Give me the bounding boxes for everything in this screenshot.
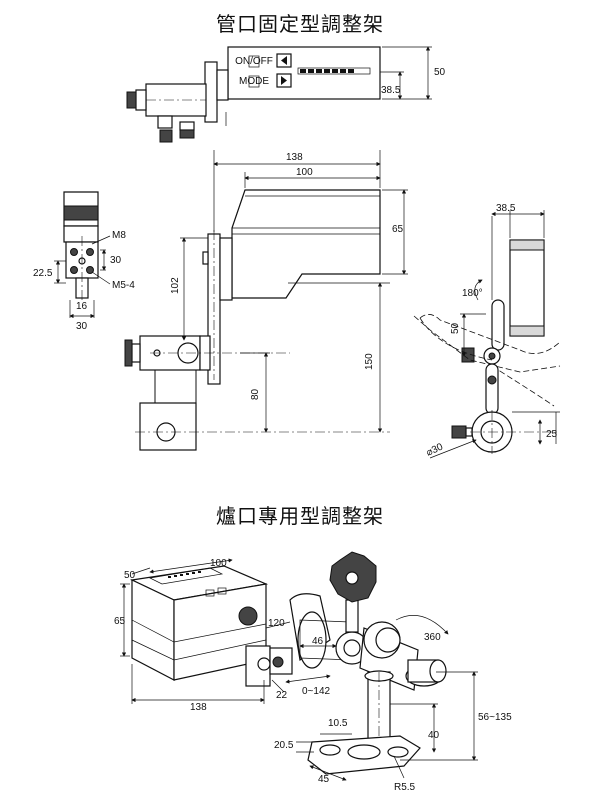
dim-30-side: 30 <box>110 255 122 266</box>
dim-50-furnace: 50 <box>124 570 136 581</box>
label-m8: M8 <box>112 230 126 241</box>
sensor-housing-front <box>231 189 381 299</box>
dim-150: 150 <box>364 353 375 370</box>
label-m5-4: M5-4 <box>112 280 135 291</box>
dial-icon <box>238 606 258 626</box>
dim-20-5: 20.5 <box>274 740 294 751</box>
dim-138-top: 138 <box>286 152 303 163</box>
dim-0-142: 0~142 <box>302 686 331 697</box>
dim-50-side: 50 <box>450 322 461 334</box>
dim-100-furnace: 100 <box>210 558 227 569</box>
mode-button-outline <box>248 75 260 88</box>
left-arrow-icon <box>281 56 287 65</box>
dim-65-furnace: 65 <box>114 616 126 627</box>
dim-22-5: 22.5 <box>33 268 53 279</box>
dim-120: 120 <box>268 618 285 629</box>
dim-50: 50 <box>434 67 446 78</box>
dim-38-5-top: 38.5 <box>381 85 401 96</box>
dim-100-top: 100 <box>296 167 313 178</box>
dim-46: 46 <box>312 636 324 647</box>
dim-16: 16 <box>76 301 88 312</box>
dim-22: 22 <box>276 690 288 701</box>
dim-360: 360 <box>424 632 441 643</box>
dim-65-top: 65 <box>392 224 404 235</box>
right-arrow-icon <box>281 76 287 85</box>
front-view: 138 100 65 102 150 80 <box>124 150 408 451</box>
dim-10-5: 10.5 <box>328 718 348 729</box>
dim-25: 25 <box>546 429 558 440</box>
mode-label: MODE <box>239 76 269 87</box>
onoff-label: ON/OFF <box>235 56 273 67</box>
rotation-view: 38.5 180° 50 25 ⌀30 <box>413 203 561 459</box>
dim-r5-5: R5.5 <box>394 782 416 793</box>
title-pipe-mount-bracket: 管口固定型調整架 <box>216 12 384 36</box>
onoff-button-outline <box>248 55 260 68</box>
dim-138-furnace: 138 <box>190 702 207 713</box>
dim-30-bottom: 30 <box>76 321 88 332</box>
dim-80: 80 <box>250 388 261 400</box>
dim-102: 102 <box>170 277 181 294</box>
dim-40: 40 <box>428 730 440 741</box>
side-view: M8 30 M5-4 22.5 16 30 <box>33 191 135 332</box>
dim-45: 45 <box>318 774 330 785</box>
dim-56-135: 56~135 <box>478 712 512 723</box>
furnace-bracket-view: 50 100 65 138 120 46 0~142 22 360 56~135… <box>114 551 512 793</box>
title-furnace-bracket: 爐口專用型調整架 <box>216 504 384 528</box>
knob-icon <box>126 91 137 109</box>
dim-180-deg: 180° <box>462 288 483 299</box>
dim-38-5-side: 38.5 <box>496 203 516 214</box>
top-plan-view: ON/OFF MODE 50 38.5 <box>126 46 446 143</box>
front-knob-icon <box>124 339 133 367</box>
led-bar <box>297 67 371 75</box>
